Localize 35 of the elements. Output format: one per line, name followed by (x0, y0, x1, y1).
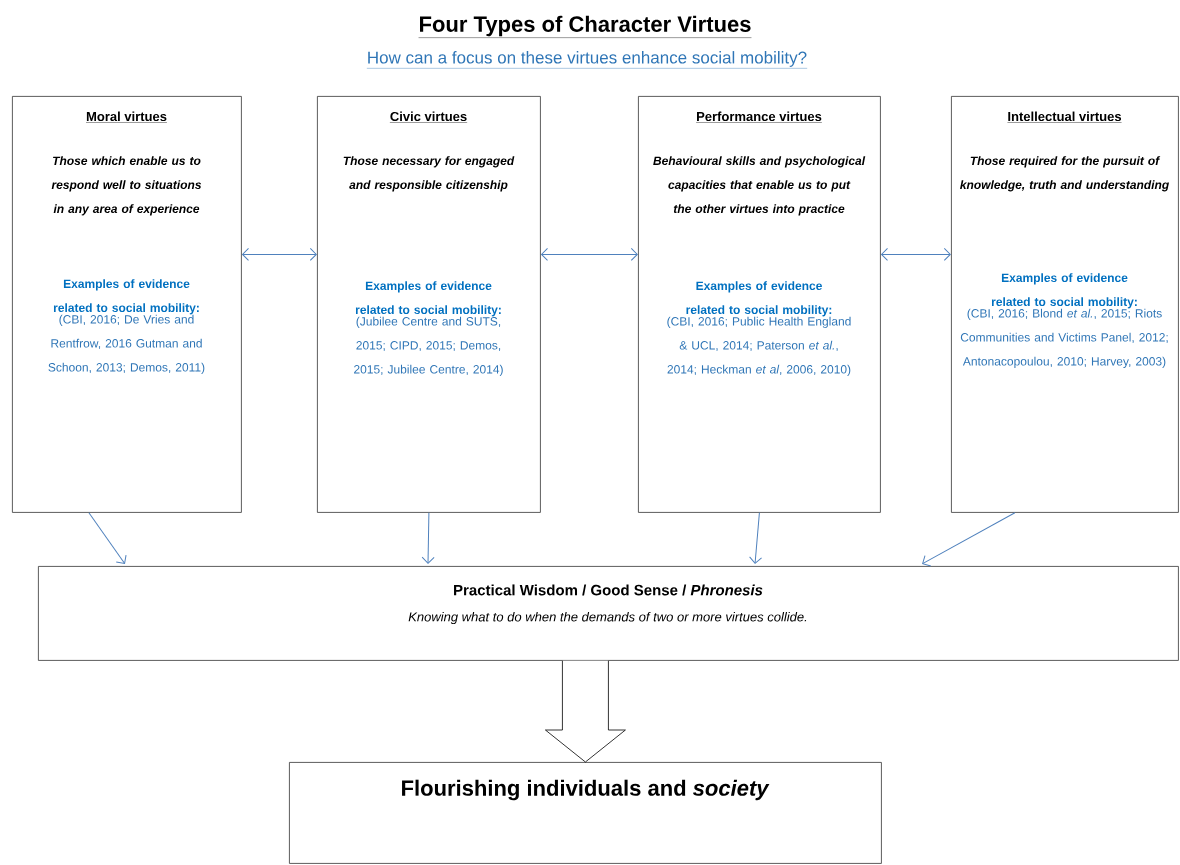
virtue-box (317, 96, 541, 513)
arrow (88, 512, 127, 564)
evidence-heading: Examples of evidence related to social mobility: (686, 281, 832, 317)
virtue-box (638, 96, 881, 513)
outcome-box (289, 762, 882, 864)
description-text: Those which enable us to respond well to situations in any area of experience (51, 156, 202, 216)
arrow (881, 247, 951, 261)
title: Four Types of Character Virtues (418, 15, 752, 38)
description-text: Those required for the pursuit of knowledge, truth and understanding (960, 156, 1169, 192)
evidence-heading: Examples of evidence related to social mobility: (355, 281, 501, 317)
arrow (541, 247, 638, 261)
evidence-heading: Examples of evidence related to social mobility: (991, 273, 1137, 309)
arrow (421, 512, 435, 564)
evidence-heading: Examples of evidence related to social mobility: (53, 279, 199, 315)
arrow (749, 512, 763, 564)
description-text: Behavioural skills and psychological capacities that enable us to put the other virtues into practice (653, 156, 866, 216)
citation-text: (Jubilee Centre and SUTS, 2015; CIPD, 2015; Demos, 2015; Jubilee Centre, 2014) (354, 316, 503, 376)
wisdom-box (38, 566, 1179, 661)
box-heading: Practical Wisdom / Good Sense / Phronesis (454, 584, 763, 596)
description-text: Knowing what to do when the demands of two or more virtues collide. (408, 611, 807, 625)
virtue-box (951, 96, 1179, 513)
arrow (242, 247, 317, 261)
subtitle: How can a focus on these virtues enhance social mobility? (366, 51, 808, 69)
box-heading: Flourishing individuals and society (402, 779, 770, 801)
citation-text: (CBI, 2016; Public Health England & UCL, 2014; Paterson et al., 2014; Heckman et al, 2006, 2010) (667, 316, 851, 376)
virtue-box (12, 96, 242, 513)
box-heading: Moral virtues (85, 111, 168, 123)
citation-text: (CBI, 2016; Blond et al., 2015; Riots Communities and Victims Panel, 2012; Antonacopoulou, 2010; Harvey, 2003) (960, 308, 1168, 368)
box-heading: Civic virtues (389, 111, 468, 123)
description-text: Those necessary for engaged and responsible citizenship (343, 156, 515, 192)
block-arrow (545, 660, 626, 763)
box-heading: Performance virtues (695, 111, 823, 123)
arrow (922, 512, 1016, 567)
citation-text: (CBI, 2016; De Vries and Rentfrow, 2016 Gutman and Schoon, 2013; Demos, 2011) (48, 314, 205, 374)
box-heading: Intellectual virtues (1007, 111, 1122, 123)
